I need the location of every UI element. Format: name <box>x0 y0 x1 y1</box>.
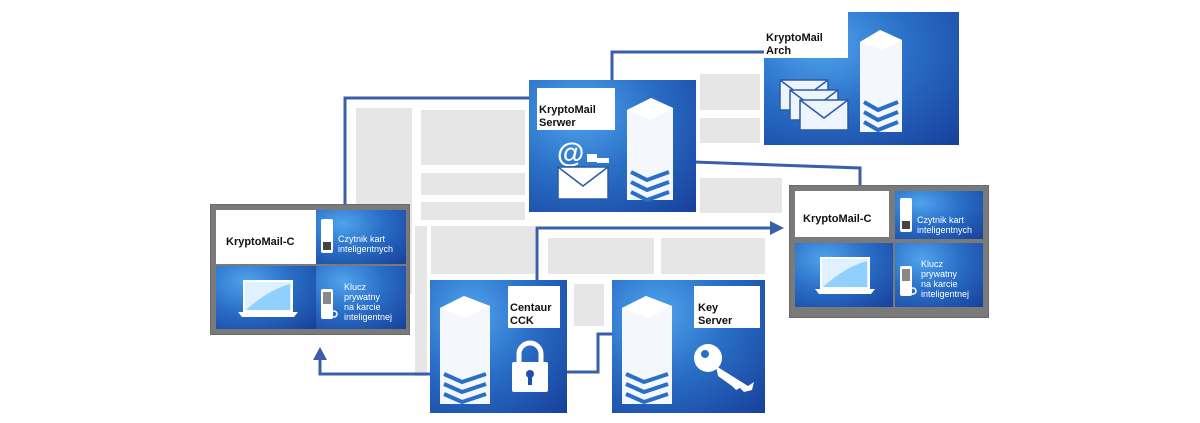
card-reader-tile: Czytnik kart inteligentnych <box>895 191 983 239</box>
node-kryptomail-serwer: KryptoMail Serwer @ <box>529 80 696 212</box>
connector-server-to-arch <box>610 50 766 82</box>
card-reader-tile: Czytnik kart inteligentnych <box>316 210 406 264</box>
card-reader-icon <box>899 197 913 233</box>
placeholder-block <box>661 238 765 274</box>
node-kryptomail-c-right: KryptoMail-C Czytnik kart inteligentnych <box>789 185 989 318</box>
arrow-head-up <box>313 347 327 360</box>
placeholder-block <box>574 284 604 326</box>
placeholder-block <box>548 238 654 274</box>
placeholder-block <box>700 74 760 110</box>
node-title: KryptoMail-C <box>795 191 889 237</box>
server-icon <box>856 28 904 136</box>
connector-centaur-to-keyserver <box>566 332 614 374</box>
reader-label: Czytnik kart inteligentnych <box>917 215 973 235</box>
laptop-icon <box>815 257 875 295</box>
connector-centaur-to-left-client <box>318 358 432 376</box>
key-label: Klucz prywatny na karcie inteligentnej <box>344 282 393 322</box>
node-kryptomail-c-left: KryptoMail-C Czytnik kart inteligentnych <box>210 204 410 335</box>
arrow-head-right <box>770 221 784 235</box>
connector-server-to-right-client <box>693 160 862 186</box>
envelope-icon <box>557 166 609 200</box>
smartcard-key-icon <box>320 288 340 322</box>
svg-text:@: @ <box>557 138 584 166</box>
node-centaur-cck: Centaur CCK <box>430 280 567 413</box>
server-icon <box>625 96 675 204</box>
private-key-tile: Klucz prywatny na karcie inteligentnej <box>895 243 983 307</box>
node-title: KryptoMail Arch <box>764 12 848 58</box>
at-sign-icon: @ <box>557 138 617 166</box>
node-title: Key Server <box>694 286 760 328</box>
node-title: KryptoMail-C <box>216 210 318 264</box>
connector-server-to-left-client <box>343 96 532 206</box>
laptop-tile <box>795 243 893 307</box>
connector-centaur-to-right-client <box>535 226 770 283</box>
card-reader-icon <box>320 218 334 254</box>
node-title: KryptoMail Serwer <box>537 88 615 130</box>
placeholder-block <box>421 173 525 195</box>
envelopes-icon <box>778 76 852 134</box>
placeholder-block <box>431 226 535 274</box>
key-icon <box>692 340 758 394</box>
node-kryptomail-arch: KryptoMail Arch <box>764 12 959 145</box>
laptop-tile <box>216 266 316 329</box>
placeholder-block <box>421 202 525 220</box>
laptop-icon <box>238 280 298 318</box>
reader-label: Czytnik kart inteligentnych <box>338 234 394 254</box>
placeholder-block <box>415 226 427 376</box>
server-icon <box>620 294 674 408</box>
node-title: Centaur CCK <box>508 286 560 328</box>
placeholder-block <box>700 178 782 213</box>
placeholder-block <box>421 110 525 165</box>
smartcard-key-icon <box>899 265 919 299</box>
padlock-icon <box>510 340 550 394</box>
key-label: Klucz prywatny na karcie inteligentnej <box>921 259 970 299</box>
server-icon <box>438 294 492 408</box>
node-key-server: Key Server <box>612 280 765 413</box>
placeholder-block <box>700 118 760 143</box>
private-key-tile: Klucz prywatny na karcie inteligentnej <box>316 266 406 329</box>
